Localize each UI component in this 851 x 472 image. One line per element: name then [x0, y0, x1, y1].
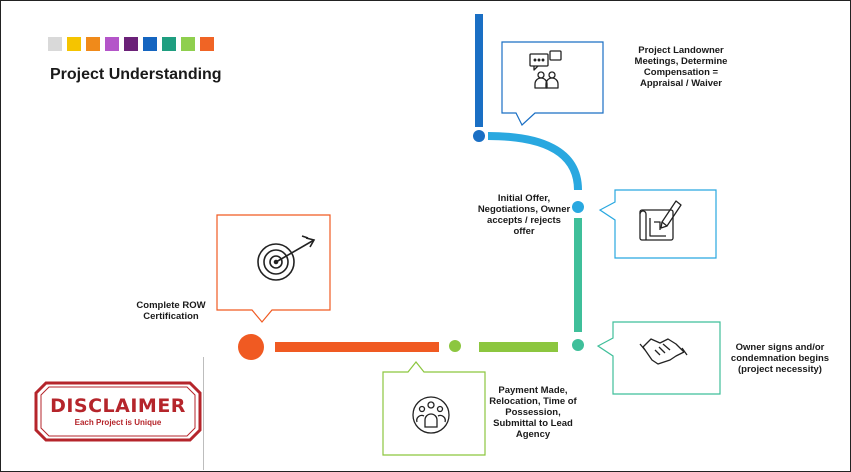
- handshake-icon: [639, 338, 688, 365]
- path-segment-curve: [487, 132, 582, 191]
- swatch: [200, 37, 214, 51]
- swatch: [124, 37, 138, 51]
- swatch: [105, 37, 119, 51]
- callout-payment: [382, 361, 486, 456]
- group-icon: [412, 396, 450, 434]
- callout-signs: [596, 321, 721, 395]
- node-payment: [449, 340, 461, 352]
- node-offer: [572, 201, 584, 213]
- disclaimer-subtitle: Each Project is Unique: [74, 418, 162, 427]
- target-icon: [257, 235, 316, 281]
- swatch: [181, 37, 195, 51]
- color-swatch-bar: [48, 37, 214, 51]
- callout-offer: [598, 189, 717, 259]
- swatch: [48, 37, 62, 51]
- label-certification: Complete ROW Certification: [136, 300, 206, 322]
- swatch: [86, 37, 100, 51]
- page-title: Project Understanding: [50, 66, 222, 83]
- label-offer: Initial Offer, Negotiations, Owner accep…: [477, 193, 571, 237]
- swatch: [162, 37, 176, 51]
- disclaimer-stamp: [34, 381, 202, 442]
- disclaimer-title: DISCLAIMER: [50, 395, 186, 417]
- divider-line: [203, 357, 204, 470]
- callout-certification: [216, 214, 331, 323]
- swatch: [143, 37, 157, 51]
- label-payment: Payment Made, Relocation, Time of Posses…: [489, 385, 577, 440]
- callout-landowner: [501, 41, 604, 126]
- node-landowner: [473, 130, 485, 142]
- meeting-icon: [529, 50, 562, 89]
- node-certification: [238, 334, 264, 360]
- swatch: [67, 37, 81, 51]
- label-landowner: Project Landowner Meetings, Determine Co…: [634, 45, 728, 89]
- label-signs: Owner signs and/or condemnation begins (…: [730, 342, 830, 375]
- blueprint-pencil-icon: [639, 200, 682, 241]
- node-signs: [572, 339, 584, 351]
